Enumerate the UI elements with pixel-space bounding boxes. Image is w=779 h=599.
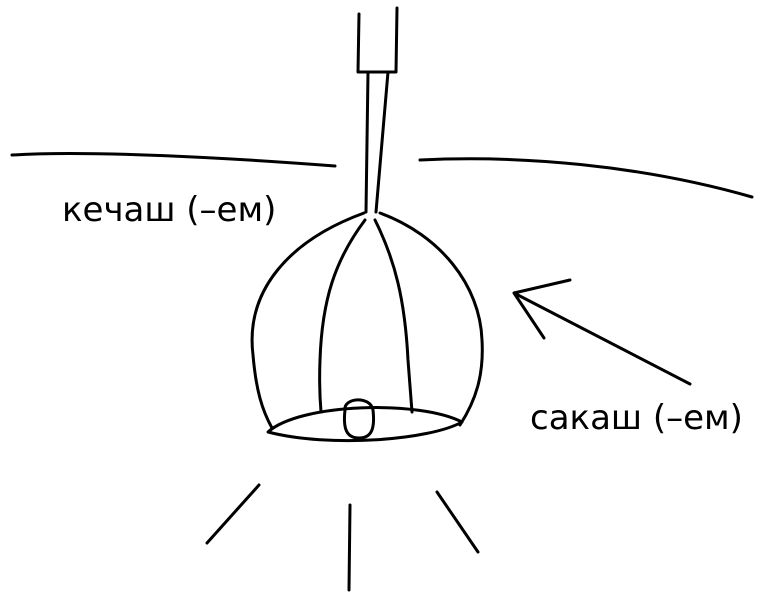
lampshade-rib-right — [373, 218, 414, 414]
ceiling-mount — [356, 6, 399, 74]
lampshade-rib-left — [318, 218, 367, 414]
light-ray-middle — [347, 503, 352, 592]
ceiling-line-left — [10, 151, 337, 168]
ceiling-line-right — [418, 157, 754, 199]
arrow-to-lampshade — [512, 278, 692, 386]
label-kechash: кечаш (–ем) — [62, 190, 277, 230]
light-ray-right — [435, 490, 480, 554]
light-bulb — [342, 398, 376, 440]
light-ray-left — [205, 483, 261, 545]
suspension-cord — [364, 70, 390, 214]
lampshade-outline — [250, 211, 484, 430]
label-sakash: сакаш (–ем) — [530, 398, 743, 438]
lampshade-rim — [266, 406, 464, 443]
